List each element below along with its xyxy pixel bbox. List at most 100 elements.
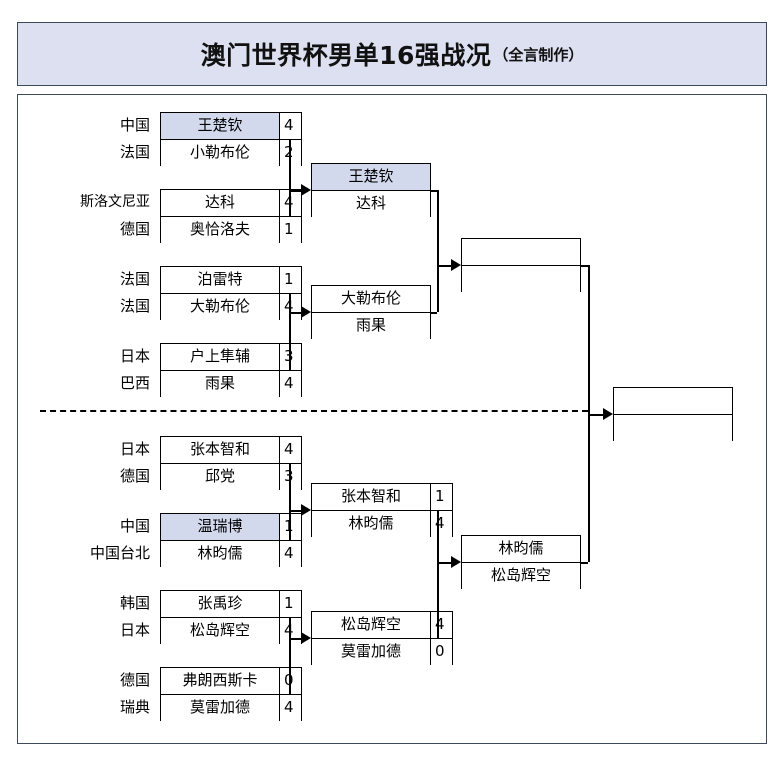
conn-r1-spine-3 xyxy=(289,617,291,694)
r2-match-2-box[interactable]: 张本智和林昀儒 xyxy=(311,483,431,538)
r1-match-0-player-top[interactable]: 王楚钦 xyxy=(161,113,279,140)
conn-r2-0-out xyxy=(431,190,437,192)
r2-match-1-player-top[interactable]: 大勒布伦 xyxy=(312,286,430,313)
conn-r1-spine-2 xyxy=(289,463,291,540)
r1-match-4-player-top[interactable]: 张本智和 xyxy=(161,437,279,464)
conn-r2-in-0 xyxy=(289,190,301,192)
r3-match-0-player-top[interactable] xyxy=(462,239,580,266)
r1-match-1-box[interactable]: 达科奥恰洛夫 xyxy=(160,189,280,244)
r1-match-6-score-top: 1 xyxy=(280,591,301,618)
country-label-r1-7-bottom: 瑞典 xyxy=(119,698,150,716)
arrow-r2-0 xyxy=(301,184,311,196)
r3-match-1-box[interactable]: 林昀儒松岛辉空 xyxy=(461,535,581,590)
r1-match-0-player-bottom[interactable]: 小勒布伦 xyxy=(161,140,279,167)
country-label-r1-1-top: 斯洛文尼亚 xyxy=(80,194,150,210)
r2-match-1-player-bottom[interactable]: 雨果 xyxy=(312,313,430,340)
r1-match-4-player-bottom[interactable]: 邱党 xyxy=(161,464,279,491)
final-match-box[interactable] xyxy=(613,387,733,442)
r2-match-3-box[interactable]: 松岛辉空莫雷加德 xyxy=(311,611,431,666)
r3-match-1-player-bottom[interactable]: 松岛辉空 xyxy=(462,563,580,590)
r2-match-3-player-bottom[interactable]: 莫雷加德 xyxy=(312,639,430,666)
r1-match-0-box[interactable]: 王楚钦小勒布伦 xyxy=(160,112,280,167)
conn-r2-spine-0 xyxy=(437,190,439,312)
r1-match-3-box[interactable]: 户上隼辅雨果 xyxy=(160,343,280,398)
r2-match-0-player-bottom[interactable]: 达科 xyxy=(312,191,430,218)
conn-r1-spine-0 xyxy=(289,139,291,216)
r1-match-5-player-bottom[interactable]: 林昀儒 xyxy=(161,541,279,568)
r1-match-5-score-bottom: 4 xyxy=(280,541,301,568)
final-match-player-bottom[interactable] xyxy=(614,415,732,442)
country-label-r1-2-top: 法国 xyxy=(119,270,150,288)
country-label-r1-6-top: 韩国 xyxy=(119,594,150,612)
arrow-r3-1 xyxy=(451,556,461,568)
r1-match-5-player-top[interactable]: 温瑞博 xyxy=(161,514,279,541)
conn-r3-in-0 xyxy=(437,265,451,267)
country-label-r1-4-top: 日本 xyxy=(119,440,150,458)
r1-match-3-player-bottom[interactable]: 雨果 xyxy=(161,371,279,398)
r2-match-1-box[interactable]: 大勒布伦雨果 xyxy=(311,285,431,340)
r1-match-7-player-bottom[interactable]: 莫雷加德 xyxy=(161,695,279,722)
conn-r3-spine xyxy=(588,265,590,562)
country-label-r1-1-bottom: 德国 xyxy=(119,220,150,238)
country-label-r1-4-bottom: 德国 xyxy=(119,467,150,485)
r1-match-1-player-bottom[interactable]: 奥恰洛夫 xyxy=(161,217,279,244)
r2-match-3-player-top[interactable]: 松岛辉空 xyxy=(312,612,430,639)
r2-match-3-score-top: 4 xyxy=(431,612,452,639)
r1-match-4-score-top: 4 xyxy=(280,437,301,464)
r2-match-2-player-top[interactable]: 张本智和 xyxy=(312,484,430,511)
r1-match-1-player-top[interactable]: 达科 xyxy=(161,190,279,217)
bracket-frame xyxy=(17,94,767,744)
conn-r1-spine-1 xyxy=(289,293,291,370)
r1-match-6-player-top[interactable]: 张禹珍 xyxy=(161,591,279,618)
r2-match-2-player-bottom[interactable]: 林昀儒 xyxy=(312,511,430,538)
conn-r3-0-out xyxy=(581,265,588,267)
r1-match-7-box[interactable]: 弗朗西斯卡莫雷加德 xyxy=(160,667,280,722)
conn-r2-1-out xyxy=(431,312,437,314)
r1-match-0-score-top: 4 xyxy=(280,113,301,140)
country-label-r1-5-top: 中国 xyxy=(119,517,150,535)
r3-match-0-box[interactable] xyxy=(461,238,581,293)
country-label-r1-7-top: 德国 xyxy=(119,671,150,689)
conn-r3-in-1 xyxy=(437,562,451,564)
page-title-credit: （全言制作） xyxy=(493,45,584,64)
r1-match-7-player-top[interactable]: 弗朗西斯卡 xyxy=(161,668,279,695)
country-label-r1-0-bottom: 法国 xyxy=(119,143,150,161)
conn-final-in xyxy=(588,414,603,416)
arrow-final xyxy=(603,408,613,420)
conn-r2-in-3 xyxy=(289,638,301,640)
final-match-player-top[interactable] xyxy=(614,388,732,415)
page-title: 澳门世界杯男单16强战况 xyxy=(200,41,492,70)
r2-match-0-player-top[interactable]: 王楚钦 xyxy=(312,164,430,191)
r1-match-2-player-bottom[interactable]: 大勒布伦 xyxy=(161,294,279,321)
arrow-r3-0 xyxy=(451,259,461,271)
r1-match-6-player-bottom[interactable]: 松岛辉空 xyxy=(161,618,279,645)
r1-match-5-box[interactable]: 温瑞博林昀儒 xyxy=(160,513,280,568)
r1-match-4-box[interactable]: 张本智和邱党 xyxy=(160,436,280,491)
country-label-r1-3-top: 日本 xyxy=(119,347,150,365)
r1-match-2-player-top[interactable]: 泊雷特 xyxy=(161,267,279,294)
country-label-r1-3-bottom: 巴西 xyxy=(119,374,150,392)
r3-match-0-player-bottom[interactable] xyxy=(462,266,580,293)
arrow-r2-1 xyxy=(301,306,311,318)
r2-match-3-score-bottom: 0 xyxy=(431,639,452,666)
r2-match-0-box[interactable]: 王楚钦达科 xyxy=(311,163,431,218)
r1-match-6-box[interactable]: 张禹珍松岛辉空 xyxy=(160,590,280,645)
r1-match-2-score-top: 1 xyxy=(280,267,301,294)
draw-half-divider xyxy=(40,410,588,412)
r1-match-3-player-top[interactable]: 户上隼辅 xyxy=(161,344,279,371)
r3-match-1-player-top[interactable]: 林昀儒 xyxy=(462,536,580,563)
country-label-r1-0-top: 中国 xyxy=(119,116,150,134)
r2-match-2-score-top: 1 xyxy=(431,484,452,511)
conn-r2-in-2 xyxy=(289,510,301,512)
r1-match-2-box[interactable]: 泊雷特大勒布伦 xyxy=(160,266,280,321)
country-label-r1-5-bottom: 中国台北 xyxy=(89,544,150,562)
r2-match-2-score-bottom: 4 xyxy=(431,511,452,538)
arrow-r2-3 xyxy=(301,632,311,644)
